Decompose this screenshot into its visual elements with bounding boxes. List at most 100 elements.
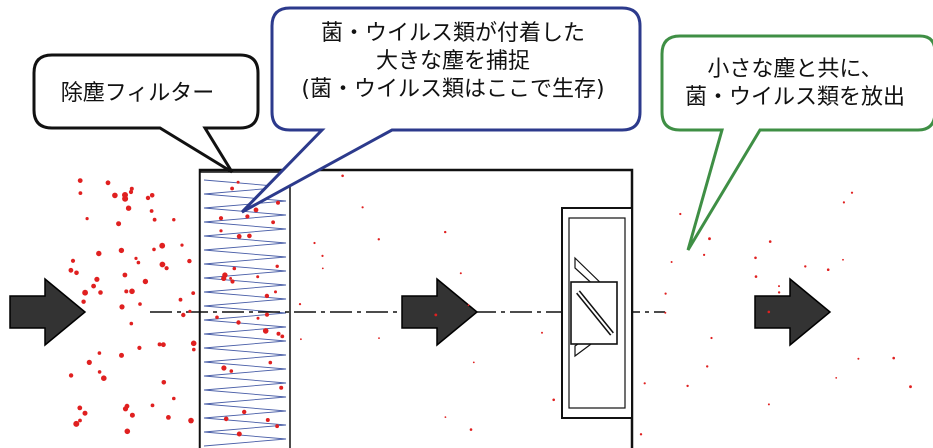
- dust-particle: [124, 289, 129, 294]
- dust-particle: [835, 377, 838, 379]
- dust-particle: [469, 428, 473, 431]
- dust-particle: [265, 418, 270, 422]
- dust-particle: [122, 406, 129, 412]
- dust-particle: [82, 289, 88, 296]
- dust-particle: [236, 180, 240, 184]
- dust-particle: [178, 297, 183, 302]
- callout-release-line: 菌・ウイルス類を放出: [684, 85, 905, 110]
- dust-particle: [229, 277, 233, 280]
- dust-particle: [767, 403, 770, 406]
- callout-filter-text: 除塵フィルター: [30, 80, 245, 108]
- fan-icon: [561, 207, 633, 419]
- dust-particle: [85, 217, 89, 221]
- dust-particle: [68, 373, 74, 378]
- dust-particle: [78, 418, 82, 423]
- dust-particle: [91, 283, 96, 289]
- callout-filter-line: 除塵フィルター: [60, 81, 215, 106]
- dust-particle: [161, 380, 167, 385]
- callout-capture-text: 菌・ウイルス類が付着した 大きな塵を捕捉 (菌・ウイルス類はここで生存): [268, 20, 638, 104]
- dust-particle: [166, 415, 171, 420]
- dust-particle: [703, 253, 706, 256]
- dust-particle: [81, 299, 86, 304]
- dust-particle: [129, 321, 134, 326]
- dust-particle: [236, 234, 242, 239]
- dust-particle: [129, 186, 134, 191]
- dust-particle: [280, 334, 285, 339]
- dust-particle: [639, 433, 643, 436]
- dust-particle: [857, 357, 860, 360]
- dust-particle: [262, 328, 269, 334]
- dust-particle: [236, 320, 241, 325]
- dust-particle: [236, 431, 242, 437]
- dust-particle: [149, 209, 154, 213]
- dust-particle: [804, 265, 807, 268]
- dust-particle: [274, 290, 277, 294]
- filter-icon: [203, 179, 287, 447]
- dust-particle: [643, 382, 646, 385]
- dust-filter: [199, 171, 291, 448]
- callout-release-line: 小さな塵と共に、: [707, 57, 883, 82]
- dust-particle: [842, 201, 846, 204]
- flow-arrow-icon: [401, 277, 479, 347]
- dust-particle: [361, 206, 364, 209]
- dust-particle: [77, 405, 83, 411]
- dust-particle: [128, 189, 134, 195]
- dust-particle: [842, 258, 844, 261]
- dust-particle: [229, 369, 234, 373]
- dust-particle: [119, 352, 124, 358]
- callout-capture-line: (菌・ウイルス類はここで生存): [301, 77, 605, 102]
- dust-particle: [706, 365, 709, 368]
- dust-particle: [247, 233, 252, 239]
- dust-particle: [754, 275, 758, 278]
- dust-particles: [68, 173, 912, 437]
- dust-particle: [124, 428, 131, 435]
- callout-capture-line: 菌・ウイルス類が付着した: [320, 21, 585, 46]
- flow-arrow-icon: [754, 277, 832, 347]
- dust-particle: [754, 256, 757, 260]
- dust-particle: [68, 267, 74, 273]
- dust-particle: [73, 420, 80, 427]
- dust-particle: [152, 217, 157, 222]
- dust-particle: [138, 302, 142, 306]
- dust-particle: [230, 279, 235, 284]
- dust-particle: [708, 237, 711, 241]
- dust-particle: [101, 375, 107, 382]
- dust-particle: [218, 216, 224, 221]
- dust-particle: [172, 396, 176, 401]
- dust-particle: [190, 340, 197, 347]
- dust-particle: [276, 331, 281, 336]
- dust-particle: [710, 336, 713, 340]
- dust-particle: [164, 266, 169, 271]
- dust-particle: [444, 230, 447, 234]
- dust-particle: [70, 258, 76, 263]
- dust-particle: [459, 272, 462, 275]
- dust-particle: [276, 200, 280, 205]
- dust-particle: [181, 312, 186, 318]
- dust-particle: [892, 356, 895, 360]
- dust-particle: [313, 241, 316, 245]
- dust-particle: [221, 365, 227, 371]
- dust-particle: [279, 385, 284, 390]
- callout-capture: [240, 6, 642, 214]
- dust-particle: [686, 384, 689, 388]
- dust-particle: [105, 180, 111, 186]
- dust-particle: [152, 247, 156, 252]
- dust-particle: [377, 238, 380, 241]
- dust-particle: [191, 291, 196, 295]
- dust-particle: [188, 309, 192, 313]
- dust-particle: [256, 316, 260, 320]
- dust-particle: [116, 221, 122, 227]
- dust-particle: [271, 220, 275, 225]
- dust-particle: [119, 304, 125, 310]
- dust-particle: [768, 240, 772, 243]
- flow-arrow-icon: [9, 277, 87, 347]
- dust-particle: [188, 417, 194, 424]
- dust-particle: [136, 260, 141, 265]
- dust-particle: [187, 258, 192, 264]
- dust-particle: [541, 331, 543, 334]
- dust-particle: [219, 229, 223, 233]
- dust-particle: [268, 360, 273, 365]
- dust-particle: [97, 351, 102, 355]
- dust-particle: [223, 416, 229, 422]
- dust-particle: [472, 361, 475, 364]
